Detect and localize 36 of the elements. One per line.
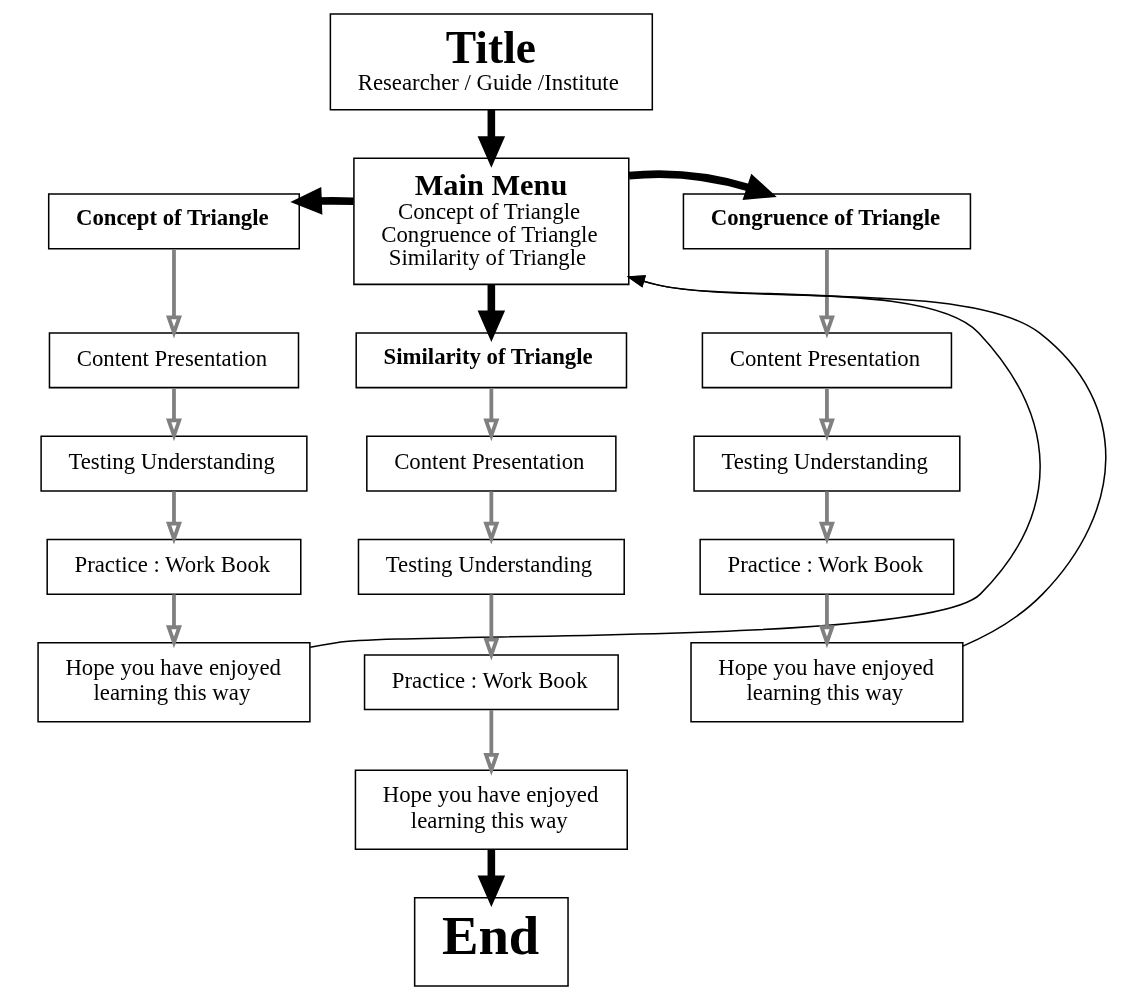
node-box: Testing Understanding	[693, 435, 961, 492]
arrow	[166, 249, 182, 339]
node-box: Title Researcher / Guide /Institute	[329, 13, 654, 111]
node-box: Similarity of Triangle	[355, 332, 628, 389]
node-box: Hope you have enjoyed learning this way	[354, 769, 628, 850]
arrow	[818, 491, 835, 545]
node-box: Content Presentation	[48, 332, 300, 389]
arrow	[483, 594, 500, 661]
arrow	[483, 491, 500, 545]
node-box: Hope you have enjoyed learning this way	[37, 642, 311, 723]
arrow	[477, 109, 506, 168]
node-box: Content Presentation	[701, 332, 953, 389]
node-box: Practice : Work Book	[46, 538, 302, 595]
arrow	[483, 388, 500, 442]
node-box: Testing Understanding	[357, 538, 625, 595]
node-box: Main Menu Concept of Triangle Congruence of Triangle Similarity of Triangle	[353, 157, 630, 286]
arrow	[166, 491, 182, 545]
arrow	[626, 275, 1107, 647]
arrow	[477, 284, 506, 342]
node-box: Practice : Work Book	[699, 538, 955, 595]
arrow	[483, 710, 500, 776]
node-box: Testing Understanding	[40, 435, 308, 492]
node-box: Content Presentation	[366, 435, 617, 492]
arrow	[628, 170, 777, 200]
arrow	[166, 594, 182, 649]
node-box: Congruence of Triangle	[682, 193, 972, 250]
node-box: Practice : Work Book	[363, 654, 619, 711]
arrow	[477, 849, 506, 908]
node-box: Concept of Triangle	[47, 193, 300, 250]
node-box: End	[413, 897, 569, 987]
arrow	[818, 249, 835, 339]
arrow	[309, 275, 1041, 648]
arrow	[166, 388, 182, 442]
arrow	[818, 594, 835, 649]
arrow	[818, 388, 835, 442]
node-box: Hope you have enjoyed learning this way	[690, 642, 964, 723]
